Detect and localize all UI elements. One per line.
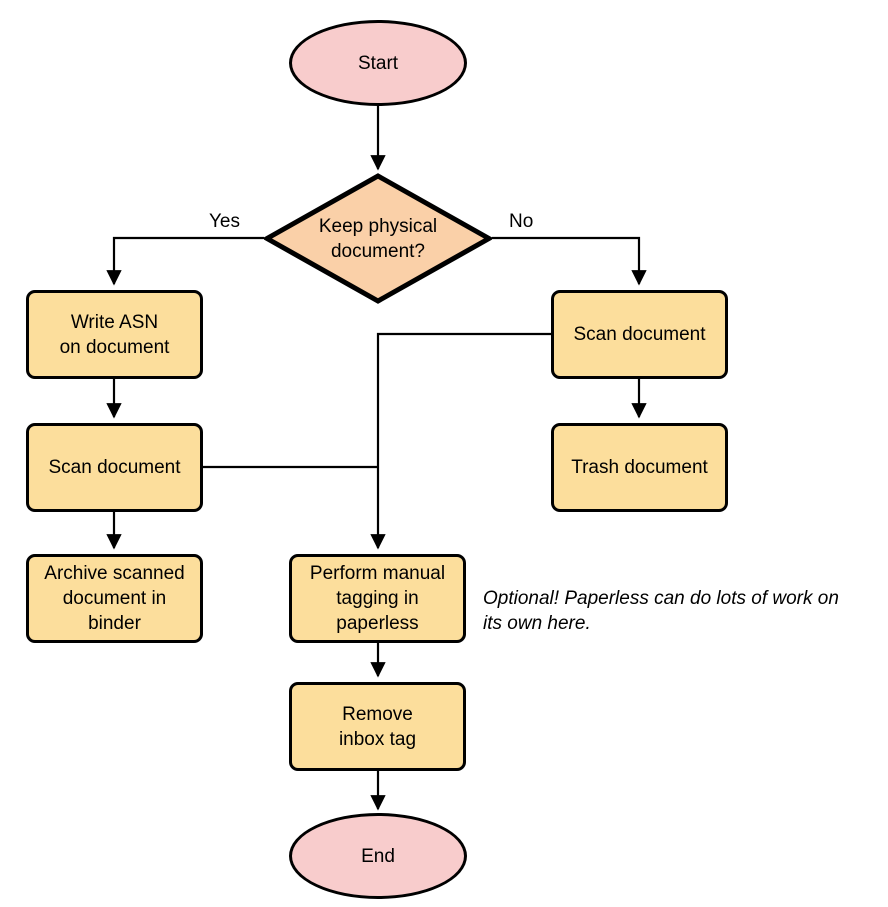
node-end-label: End [361,845,395,867]
node-start-label: Start [357,52,399,74]
node-start[interactable]: Start [289,20,467,106]
node-write-asn-on-document[interactable]: Write ASN on document [26,290,203,379]
node-scan-document-left-label: Scan document [48,457,181,478]
node-perform-manual-tagging[interactable]: Perform manual tagging in paperless [289,554,466,643]
edge-label-no: No [509,211,534,232]
node-write-asn-label: Write ASN on document [59,311,170,358]
node-remove-inbox-tag[interactable]: Remove inbox tag [289,682,466,771]
node-archive-label: Archive scanned document in binder [44,563,185,634]
node-scan-document-right[interactable]: Scan document [551,290,728,379]
node-trash-document[interactable]: Trash document [551,423,728,512]
edge-label-yes: Yes [209,211,240,232]
edge-scan-right-to-tagging [370,332,552,550]
node-tagging-label: Perform manual tagging in paperless [309,563,446,634]
edge-decision-yes-to-write-asn [106,236,264,286]
node-remove-inbox-label: Remove inbox tag [338,703,417,750]
node-keep-physical-document-decision[interactable]: Keep physical document? [264,173,492,304]
node-scan-document-left[interactable]: Scan document [26,423,203,512]
node-decision-label: Keep physical document? [318,215,438,262]
node-archive-scanned-document[interactable]: Archive scanned document in binder [26,554,203,643]
node-scan-document-right-label: Scan document [573,324,706,345]
node-end[interactable]: End [289,813,467,899]
annotation-optional-note: Optional! Paperless can do lots of work … [483,588,839,634]
node-trash-document-label: Trash document [571,457,708,478]
diamond-shape-icon [264,173,492,304]
edge-decision-no-to-scan-right [492,236,647,286]
